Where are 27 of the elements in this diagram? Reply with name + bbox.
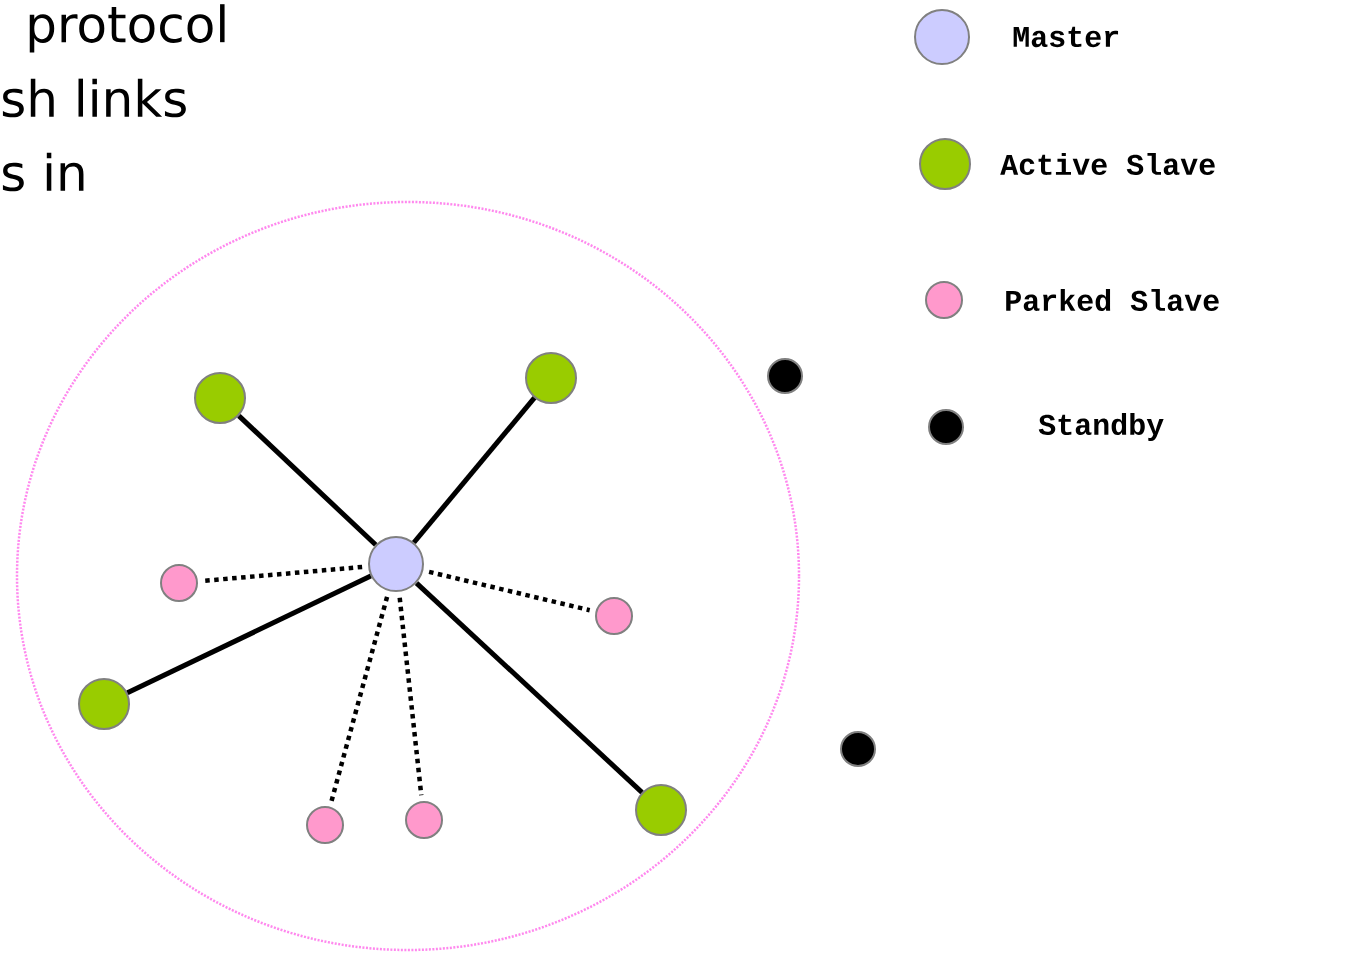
dotted-link — [329, 596, 390, 802]
dotted-link — [203, 564, 363, 584]
device-circle — [368, 536, 424, 592]
link-line — [126, 573, 372, 695]
piconet-circle — [15, 200, 801, 952]
device-circle — [194, 372, 246, 424]
device-circle — [306, 806, 344, 844]
device-circle — [78, 678, 130, 730]
device-circle — [160, 564, 198, 602]
dotted-link — [428, 569, 591, 613]
legend-label: Active Slave — [1000, 153, 1215, 175]
legend-label: Parked Slave — [1006, 289, 1219, 311]
device-circle — [405, 801, 443, 839]
device-circle — [595, 597, 633, 635]
slide-text: sh links — [2, 78, 186, 118]
slide-text: s in — [2, 152, 84, 192]
legend-label: Master — [1013, 26, 1119, 48]
legend-label: Standby — [1038, 413, 1164, 441]
device-circle — [840, 731, 876, 767]
slide-text: protocol — [29, 4, 225, 53]
link-line — [237, 414, 378, 547]
device-circle — [525, 352, 577, 404]
device-circle — [767, 358, 803, 394]
link-line — [414, 581, 644, 795]
device-circle — [635, 784, 687, 836]
link-line — [412, 396, 537, 545]
dotted-link — [397, 597, 424, 796]
